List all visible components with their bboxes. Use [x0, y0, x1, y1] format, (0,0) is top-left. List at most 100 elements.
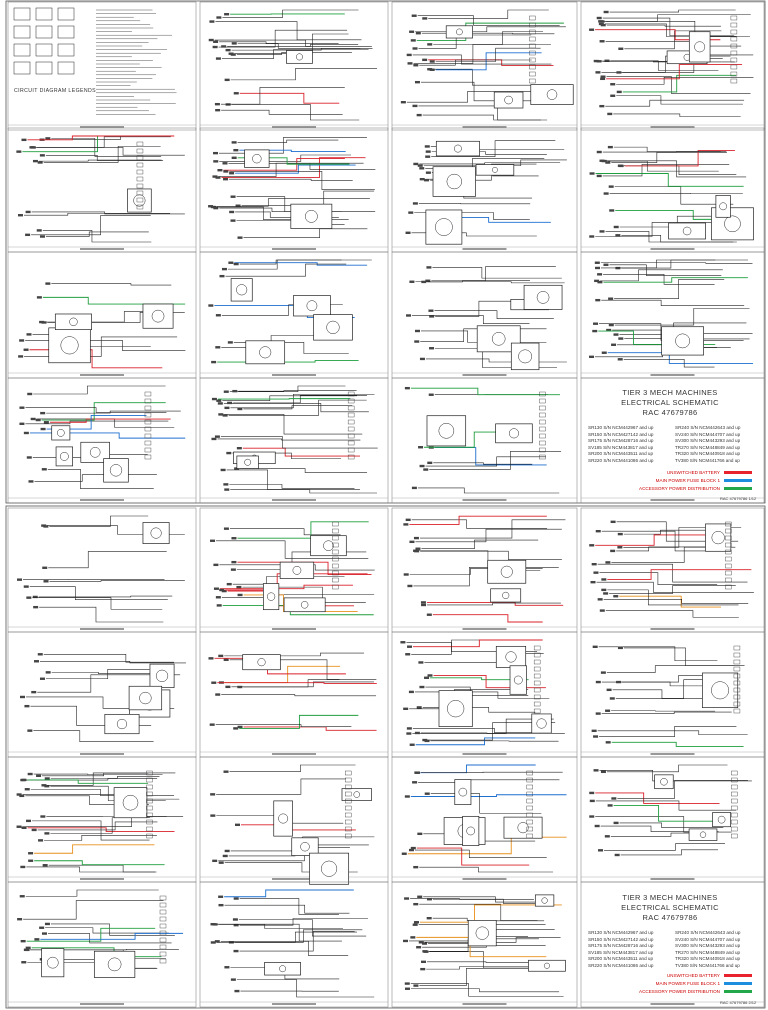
wire — [623, 529, 721, 535]
wire-label — [232, 918, 238, 921]
connector-pin — [526, 812, 533, 818]
connector-pin — [731, 777, 738, 783]
legends-title: CIRCUIT DIAGRAM LEGENDS — [14, 88, 97, 94]
wire-label — [601, 351, 607, 354]
wire-label — [210, 539, 216, 542]
wire-label — [416, 113, 422, 117]
panel-caption-text — [80, 248, 124, 250]
wire — [429, 451, 562, 470]
component-symbol — [107, 957, 122, 972]
panel-caption-text — [272, 753, 316, 755]
wire-label — [421, 960, 427, 964]
component-box — [104, 713, 140, 735]
connector-pin — [731, 833, 738, 839]
wire-label — [413, 921, 419, 924]
wire-label — [226, 582, 232, 586]
wire-label — [18, 355, 24, 358]
wire — [237, 521, 369, 539]
wire-label — [609, 697, 615, 700]
wire — [418, 779, 560, 783]
wire-label — [618, 337, 624, 340]
wire — [227, 259, 372, 270]
wire-label — [597, 273, 603, 276]
panel-frame — [199, 127, 389, 253]
model-entry: SV240 S/N NCM444707 and up — [675, 431, 741, 437]
wire-label — [404, 987, 410, 990]
connector-pin — [144, 398, 152, 404]
wire-label — [30, 417, 36, 421]
connector-pin — [539, 391, 546, 397]
component-symbol — [699, 831, 707, 838]
wire-label — [605, 741, 611, 744]
wire-label — [231, 141, 237, 144]
wire-label — [400, 101, 406, 104]
wire-label — [223, 390, 229, 393]
component-box — [279, 561, 315, 579]
wire — [407, 836, 567, 855]
component-symbol — [116, 718, 128, 730]
panel-caption-text — [462, 628, 507, 630]
wire-label — [604, 59, 610, 62]
wire — [229, 385, 346, 393]
component-symbol — [518, 349, 533, 364]
wire — [237, 139, 339, 143]
wire-label — [25, 946, 31, 950]
wire-label — [420, 601, 426, 604]
wire-label — [213, 160, 219, 163]
wire-label — [422, 738, 428, 742]
wire-label — [41, 524, 47, 527]
connector-pin — [533, 652, 541, 658]
component-box — [654, 774, 674, 790]
wire — [229, 528, 341, 536]
wire-label — [419, 464, 425, 468]
wire-label — [40, 411, 46, 415]
component-box — [286, 50, 313, 64]
wire-label — [218, 654, 224, 658]
connector-pin — [136, 183, 144, 189]
wire — [217, 438, 361, 441]
wire — [240, 468, 368, 473]
wire-label — [427, 43, 433, 46]
model-entry: TR270 S/N NCM448849 and up — [675, 444, 741, 450]
wire-label — [222, 854, 228, 858]
panel-caption-text — [80, 499, 124, 501]
wire — [598, 646, 718, 662]
wire-label — [230, 219, 236, 222]
connector-pin — [539, 440, 546, 446]
component-box — [55, 446, 73, 467]
wire-label — [419, 685, 425, 689]
legend-symbol — [57, 25, 75, 39]
wire — [45, 927, 169, 934]
legend-label: ACCESSORY POWER DISTRIBUTION — [639, 486, 720, 491]
wire — [22, 816, 184, 828]
component-box — [668, 222, 706, 240]
wire-label — [405, 518, 411, 522]
wire-label — [41, 321, 47, 324]
connector-pin — [725, 521, 732, 527]
wire — [42, 772, 149, 777]
wire-label — [406, 53, 412, 57]
wire-label — [235, 204, 241, 207]
legend-label: UNSWITCHED BATTERY — [666, 470, 720, 475]
wire-label — [599, 104, 605, 108]
title-line: ELECTRICAL SCHEMATIC — [621, 903, 719, 912]
wire — [612, 689, 715, 699]
wire-legend-bottom: UNSWITCHED BATTERY MAIN POWER FUSE BLOCK… — [588, 973, 754, 997]
connector-pin — [539, 426, 546, 432]
component-symbol — [541, 897, 548, 904]
component-box — [290, 203, 333, 229]
wire-label — [212, 175, 218, 178]
model-entry: SR150 S/N NCM427142 and up — [588, 431, 654, 437]
wire — [619, 595, 721, 608]
wire — [609, 585, 736, 594]
component-box — [534, 894, 555, 907]
component-symbol — [456, 28, 463, 36]
component-symbol — [150, 527, 162, 539]
wire — [613, 113, 741, 117]
wire-label — [600, 671, 606, 674]
wire-label — [413, 64, 419, 67]
wire — [233, 394, 367, 404]
connector-pin — [332, 528, 339, 534]
component-box — [93, 950, 136, 978]
